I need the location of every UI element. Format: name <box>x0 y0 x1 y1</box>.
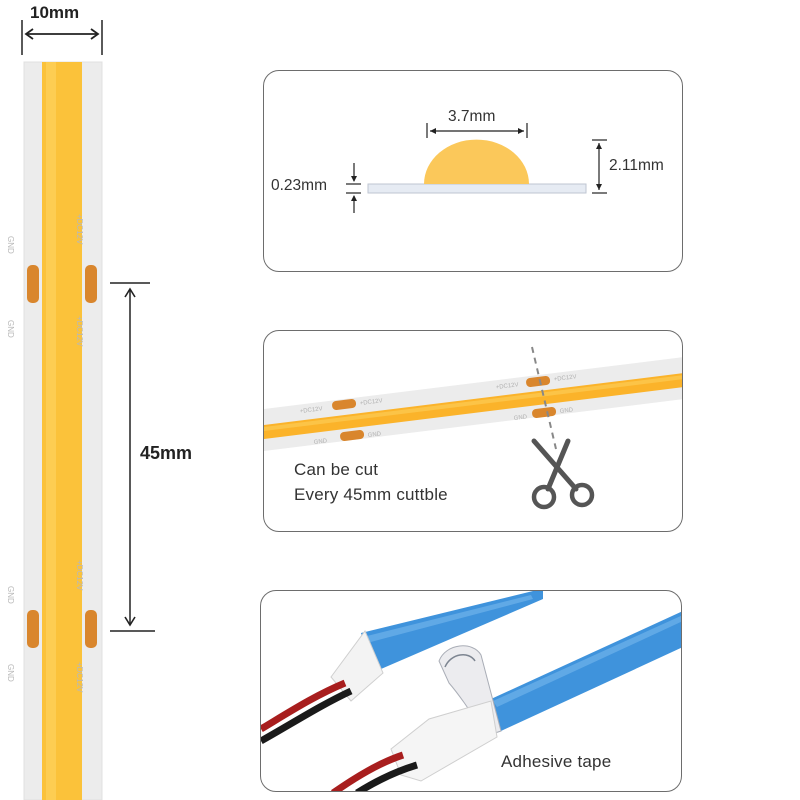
svg-text:+DC12V: +DC12V <box>300 406 323 415</box>
copper-pad <box>340 430 365 441</box>
copper-pad <box>526 376 551 387</box>
copper-pad <box>85 610 97 648</box>
copper-pad <box>85 265 97 303</box>
pad-label-positive: +DC12V <box>75 662 84 693</box>
pad-label-gnd: GND <box>6 320 15 338</box>
profile-height-label: 2.11mm <box>609 157 664 174</box>
svg-text:+DC12V: +DC12V <box>554 374 577 383</box>
svg-text:+DC12V: +DC12V <box>496 382 519 391</box>
wire-upper-black <box>261 687 353 745</box>
pad-label-positive: +DC12V <box>75 560 84 591</box>
profile-width-label: 3.7mm <box>448 108 496 125</box>
profile-dome <box>424 139 529 184</box>
tape-panel: Adhesive tape <box>260 590 682 792</box>
cut-panel: +DC12V +DC12V GND GND +DC12V +DC12V GND … <box>263 330 683 532</box>
strip-cob-led-line <box>42 62 82 800</box>
pad-label-gnd: GND <box>6 236 15 254</box>
svg-text:GND: GND <box>560 407 575 415</box>
copper-pad <box>332 399 357 410</box>
strip-width-label: 10mm <box>30 3 80 22</box>
wire-lower-black <box>355 761 419 791</box>
tape-caption: Adhesive tape <box>501 752 612 771</box>
svg-text:GND: GND <box>514 414 529 422</box>
cut-caption-line1: Can be cut <box>294 460 379 479</box>
copper-pad <box>27 265 39 303</box>
pad-label-positive: +DC12V <box>75 316 84 347</box>
profile-base <box>367 183 587 194</box>
svg-text:GND: GND <box>314 438 329 446</box>
strip-spacing-label: 45mm <box>140 443 193 463</box>
wire-lower-red <box>331 751 405 791</box>
pad-label-gnd: GND <box>6 586 15 604</box>
scissors-icon <box>531 438 595 510</box>
profile-base-label: 0.23mm <box>271 177 327 194</box>
strip-pcb <box>24 62 102 800</box>
cut-caption-line2: Every 45mm cuttble <box>294 485 448 504</box>
tape-strip-upper <box>361 591 543 669</box>
copper-pad <box>27 610 39 648</box>
copper-pad <box>532 407 557 418</box>
profile-panel: 3.7mm 2.11mm 0.23mm <box>263 70 683 272</box>
wire-upper-red <box>261 679 347 733</box>
svg-text:GND: GND <box>368 431 383 439</box>
pad-label-positive: +DC12V <box>75 214 84 245</box>
pad-label-gnd: GND <box>6 664 15 682</box>
cut-caption: Can be cut Every 45mm cuttble <box>294 457 448 507</box>
svg-text:+DC12V: +DC12V <box>360 398 383 407</box>
